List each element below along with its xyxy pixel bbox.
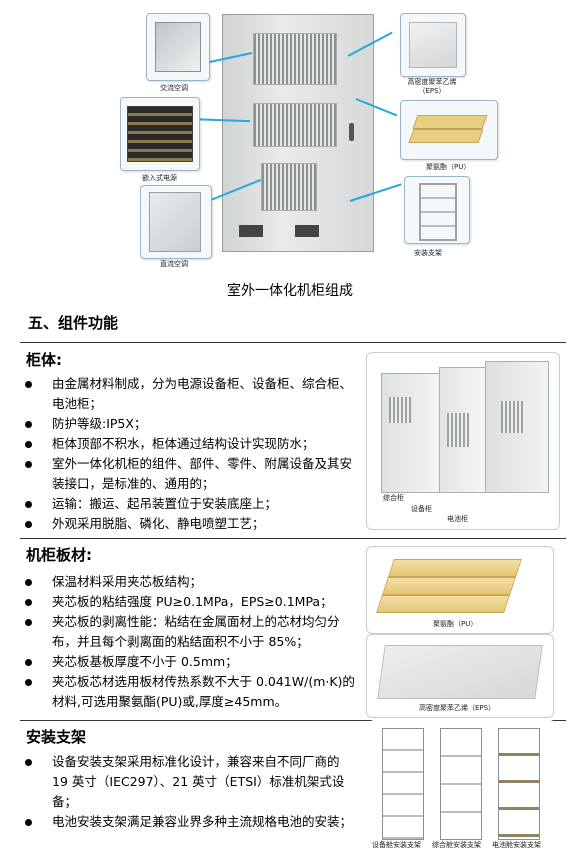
section-heading: 五、组件功能 (28, 314, 119, 332)
divider (20, 538, 566, 539)
bracket-list: 设备安装支架采用标准化设计，兼容来自不同厂商的 19 英寸（IEC297）、21… (22, 752, 356, 832)
pu-label: 聚氨酯（PU） (426, 163, 471, 171)
list-item: 防护等级:IP5X； (22, 414, 352, 434)
list-item: 夹芯板的剥离性能：粘结在金属面材上的芯材均匀分布，并且每个剥离面的粘结面积不小于… (22, 612, 358, 652)
panel-title: 机柜板材: (26, 546, 92, 564)
embedded-power-label: 嵌入式电源 (142, 174, 177, 182)
list-item: 夹芯板的粘结强度 PU≥0.1MPa，EPS≥0.1MPa； (22, 592, 358, 612)
photo-label: 电池舱安装支架 (492, 841, 541, 849)
list-item: 夹芯板芯材选用板材传热系数不大于 0.041W/(m·K)的材料,可选用聚氨酯(… (22, 672, 358, 712)
rack-label: 安装支架 (414, 249, 442, 257)
list-item: 室外一体化机柜的组件、部件、零件、附属设备及其安装接口，是标准的、通用的； (22, 454, 352, 494)
pu-photo: 聚氨酯（PU） (366, 546, 554, 634)
divider (20, 342, 566, 343)
photo-label: 综合柜 (383, 494, 404, 502)
photo-label: 综合舱安装支架 (432, 841, 481, 849)
list-item: 保温材料采用夹芯板结构； (22, 572, 358, 592)
eps-photo: 高密度聚苯乙烯（EPS） (366, 634, 554, 718)
list-item: 运输：搬运、起吊装置位于安装底座上； (22, 494, 352, 514)
main-cabinet-image (222, 14, 374, 252)
photo-label: 电池柜 (447, 515, 468, 523)
photo-label: 高密度聚苯乙烯（EPS） (419, 704, 496, 712)
dc-ac-label: 直流空调 (160, 260, 188, 268)
list-item: 外观采用脱脂、磷化、静电喷塑工艺； (22, 514, 352, 534)
dc-ac-image (140, 185, 212, 259)
list-item: 夹芯板基板厚度不小于 0.5mm； (22, 652, 358, 672)
bracket-photo: 设备舱安装支架 综合舱安装支架 电池舱安装支架 (368, 720, 556, 854)
figure-title: 室外一体化机柜组成 (227, 283, 353, 299)
eps-label: 高密度聚苯乙烯（EPS） (407, 78, 457, 95)
ac-unit-image (146, 13, 210, 81)
list-item: 柜体顶部不积水，柜体通过结构设计实现防水； (22, 434, 352, 454)
photo-label: 设备舱安装支架 (372, 841, 421, 849)
cabinet-photo: 综合柜 设备柜 电池柜 (366, 352, 560, 530)
ac-label: 交流空调 (160, 84, 188, 92)
list-item: 由金属材料制成，分为电源设备柜、设备柜、综合柜、电池柜； (22, 374, 352, 414)
list-item: 电池安装支架满足兼容业界多种主流规格电池的安装； (22, 812, 356, 832)
rack-image (404, 176, 470, 244)
embedded-power-image (120, 97, 200, 171)
panel-list: 保温材料采用夹芯板结构； 夹芯板的粘结强度 PU≥0.1MPa，EPS≥0.1M… (22, 572, 358, 712)
composition-figure: 交流空调 嵌入式电源 直流空调 高密度聚苯乙烯（EPS） 聚氨酯（PU） 安装支… (0, 0, 580, 275)
list-item: 设备安装支架采用标准化设计，兼容来自不同厂商的 19 英寸（IEC297）、21… (22, 752, 356, 812)
bracket-title: 安装支架 (26, 728, 87, 746)
eps-image (400, 13, 466, 77)
photo-label: 聚氨酯（PU） (433, 620, 478, 628)
photo-label: 设备柜 (411, 505, 432, 513)
pu-image (400, 100, 498, 160)
divider (20, 720, 566, 721)
cabinet-title: 柜体: (26, 351, 62, 369)
cabinet-list: 由金属材料制成，分为电源设备柜、设备柜、综合柜、电池柜； 防护等级:IP5X； … (22, 374, 352, 534)
